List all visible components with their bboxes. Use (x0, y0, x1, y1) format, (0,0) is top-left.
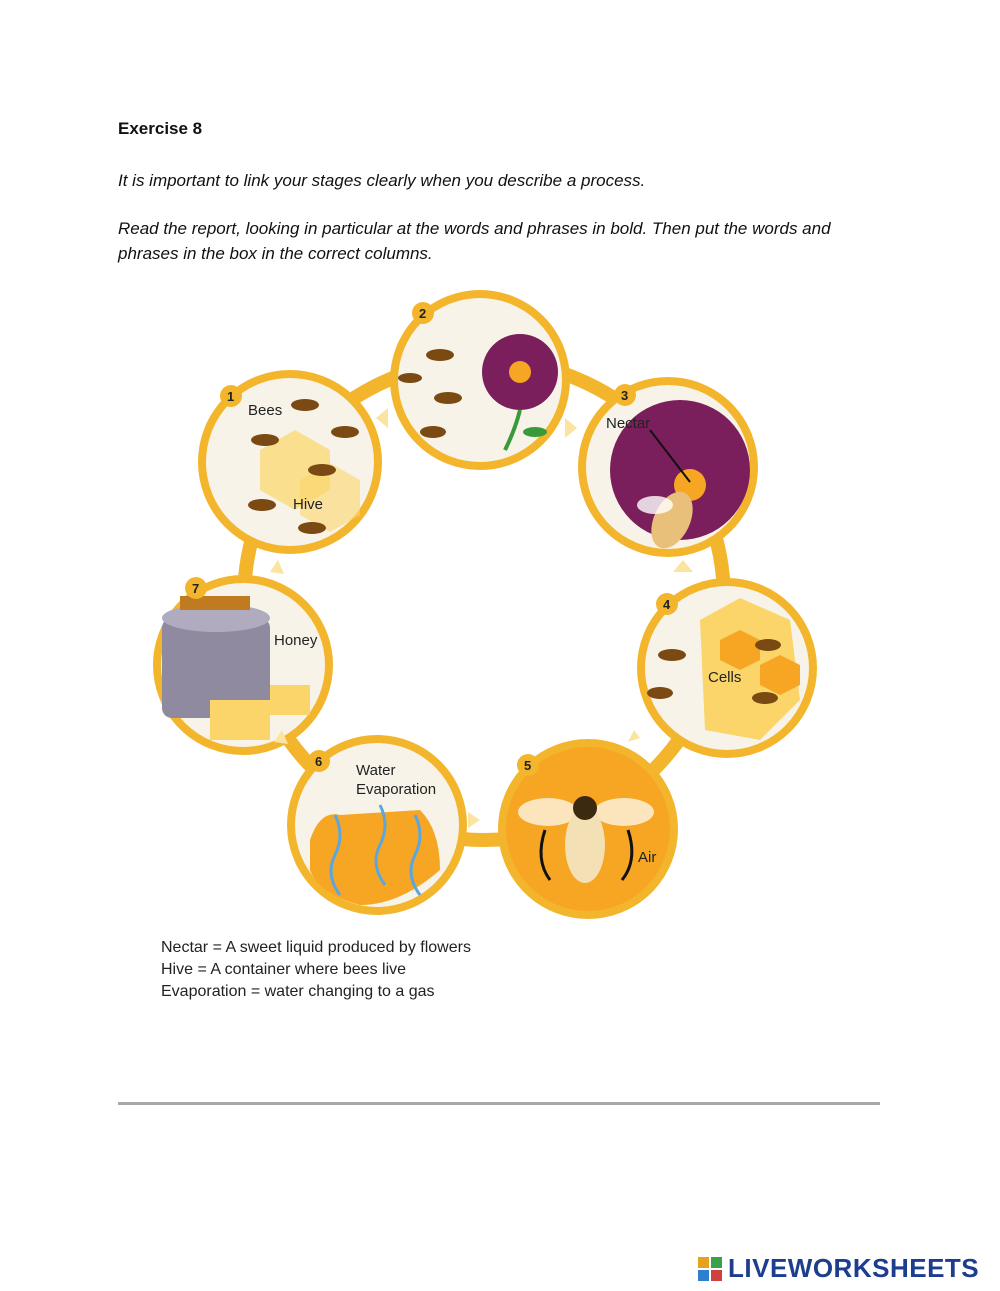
stage-number-5: 5 (524, 758, 531, 773)
label-nectar: Nectar (606, 415, 650, 432)
footer-logo: LIVEWORKSHEETS (698, 1253, 979, 1284)
stage-3-circle: Nectar 3 (578, 377, 758, 557)
stage-5-circle: Air 5 (498, 739, 678, 919)
exercise-title: Exercise 8 (118, 119, 203, 138)
brand-name: LIVEWORKSHEETS (728, 1253, 980, 1283)
label-air: Air (638, 849, 656, 866)
label-honey: Honey (274, 632, 318, 649)
stage-number-6: 6 (315, 754, 322, 769)
stage-6-circle: Water Evaporation 6 (287, 735, 467, 915)
glossary-item: Hive = A container where bees live (161, 961, 407, 978)
label-water: Water (356, 762, 395, 779)
stage-number-3: 3 (621, 388, 628, 403)
stage-2-circle: 2 (390, 290, 570, 470)
label-evaporation: Evaporation (356, 781, 436, 798)
logo-icon (698, 1256, 722, 1281)
glossary-item: Evaporation = water changing to a gas (161, 983, 435, 1000)
bee-icon (518, 796, 654, 883)
label-bees: Bees (248, 402, 282, 419)
stage-7-circle: Honey 7 (153, 575, 333, 755)
stage-1-circle: Bees Hive 1 (198, 370, 382, 554)
instruction-1: It is important to link your stages clea… (118, 171, 646, 190)
glossary: Nectar = A sweet liquid produced by flow… (161, 937, 471, 1003)
stage-4-circle: Cells 4 (637, 578, 817, 758)
stage-number-1: 1 (227, 389, 234, 404)
instruction-2: Read the report, looking in particular a… (118, 219, 831, 263)
divider (118, 1102, 880, 1105)
bee-icon (637, 491, 693, 549)
label-cells: Cells (708, 669, 741, 686)
stage-number-4: 4 (663, 597, 671, 612)
flower-icon (482, 334, 558, 451)
label-hive: Hive (293, 496, 323, 513)
stage-number-7: 7 (192, 581, 199, 596)
cycle-arrows (270, 408, 693, 828)
glossary-item: Nectar = A sweet liquid produced by flow… (161, 939, 471, 956)
stage-number-2: 2 (419, 306, 426, 321)
